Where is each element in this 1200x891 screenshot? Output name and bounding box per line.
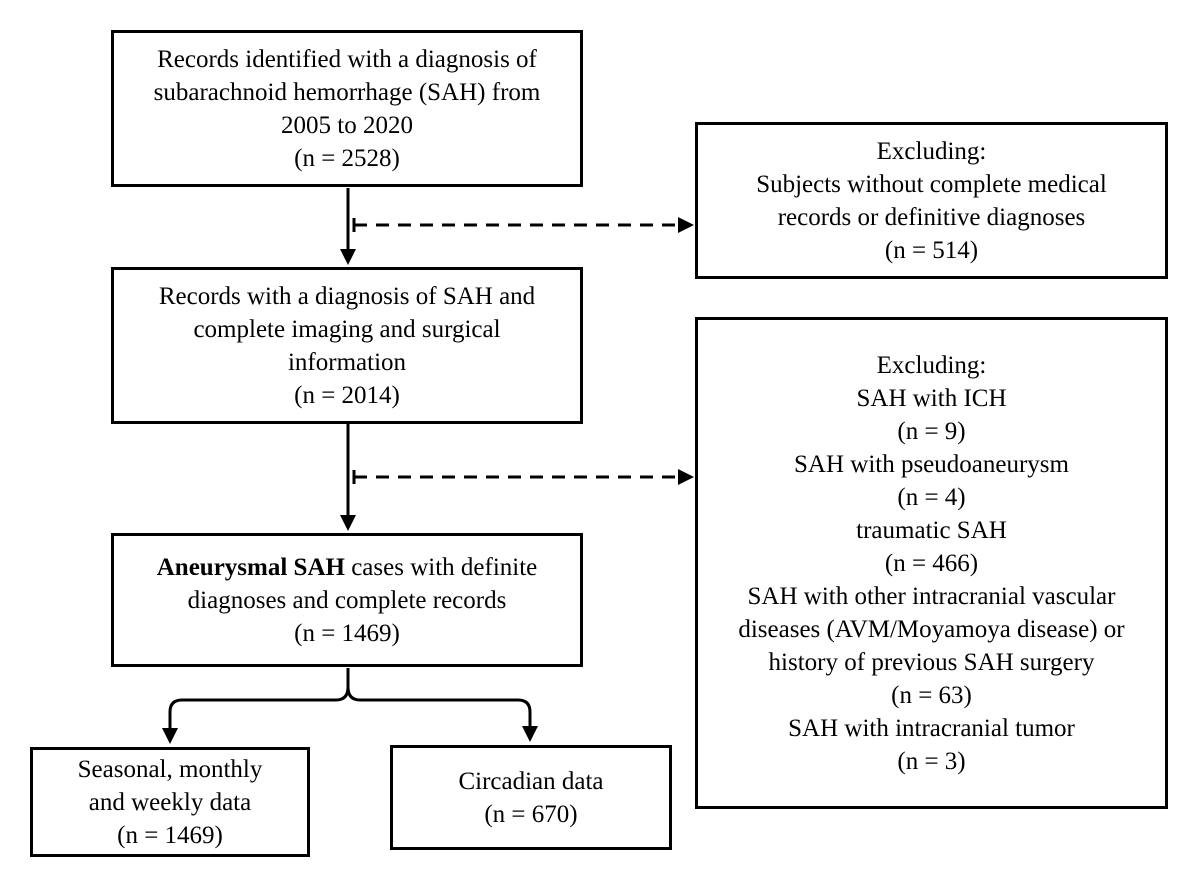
box-records-identified-text: Records identified with a diagnosis of s… bbox=[153, 45, 541, 172]
branch-aneurysmal-to-seasonal bbox=[168, 668, 350, 728]
arrowhead-seasonal bbox=[162, 728, 178, 744]
arrowhead-circadian bbox=[522, 726, 538, 742]
arrowhead-exclusion-2 bbox=[678, 469, 694, 485]
box-circadian-data: Circadian data (n = 670) bbox=[390, 745, 672, 850]
arrowhead-diagnosis-to-aneurysmal bbox=[340, 515, 356, 531]
branch-aneurysmal-to-circadian bbox=[346, 668, 532, 726]
box-records-with-complete-info-text: Records with a diagnosis of SAH and comp… bbox=[158, 282, 536, 409]
box-excluding-incomplete-records-text: Excluding: Subjects without complete med… bbox=[756, 137, 1107, 264]
box-records-with-complete-info: Records with a diagnosis of SAH and comp… bbox=[111, 267, 583, 424]
box-circadian-data-text: Circadian data (n = 670) bbox=[458, 767, 604, 828]
box-excluding-other-sah-types: Excluding: SAH with ICH (n = 9) SAH with… bbox=[695, 317, 1168, 809]
box-records-identified: Records identified with a diagnosis of s… bbox=[111, 30, 583, 187]
box-aneurysmal-sah-cases-text: Aneurysmal SAH cases with definite diagn… bbox=[157, 551, 538, 650]
arrowhead-identified-to-diagnosis bbox=[340, 249, 356, 265]
box-seasonal-monthly-weekly-data: Seasonal, monthly and weekly data (n = 1… bbox=[30, 747, 310, 857]
aneurysmal-sah-rest-text: cases with definite diagnoses and comple… bbox=[187, 553, 538, 647]
box-aneurysmal-sah-cases: Aneurysmal SAH cases with definite diagn… bbox=[111, 533, 583, 667]
aneurysmal-sah-bold-label: Aneurysmal SAH bbox=[156, 553, 345, 581]
box-excluding-other-sah-types-text: Excluding: SAH with ICH (n = 9) SAH with… bbox=[738, 351, 1125, 775]
box-seasonal-monthly-weekly-data-text: Seasonal, monthly and weekly data (n = 1… bbox=[77, 755, 263, 849]
box-excluding-incomplete-records: Excluding: Subjects without complete med… bbox=[695, 122, 1168, 279]
arrowhead-exclusion-1 bbox=[678, 217, 694, 233]
